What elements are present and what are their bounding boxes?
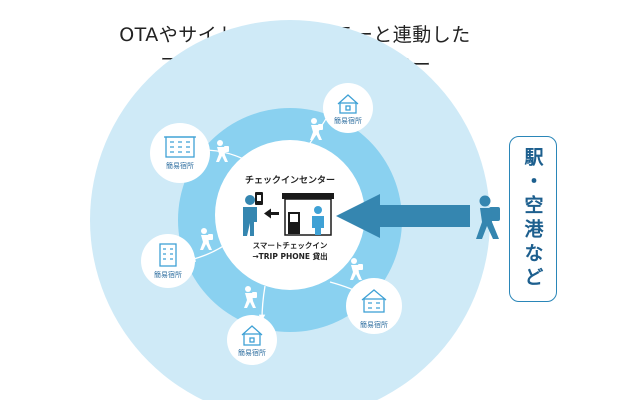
big-arrow — [336, 194, 470, 238]
walking-person-icon — [310, 118, 323, 140]
building-icon — [164, 136, 196, 158]
lodging-label: 簡易宿所 — [334, 117, 362, 125]
lodging-node-upper-left — [150, 123, 210, 183]
lodging-label: 簡易宿所 — [360, 321, 388, 329]
walking-person-icons — [200, 118, 363, 308]
check-in-center-title: チェックインセンター — [244, 176, 335, 186]
walking-person-icon — [350, 258, 363, 280]
house-icon — [241, 325, 263, 346]
walking-person-icon — [200, 228, 213, 250]
trip-phone-label: →TRIP PHONE 貸出 — [252, 252, 328, 261]
smartphone-icon — [255, 192, 263, 205]
building-icon — [159, 243, 177, 267]
station-airport-box: 駅・空港など — [509, 136, 557, 302]
person-icon — [312, 206, 324, 235]
left-arrow-icon — [264, 208, 279, 219]
lodging-label: 簡易宿所 — [238, 349, 266, 357]
lodging-node-bottom — [227, 315, 277, 365]
check-in-building-icon — [282, 193, 334, 236]
person-with-phone — [243, 192, 263, 236]
smart-checkin-label: スマートチェックイン — [252, 241, 328, 250]
lodging-node-left — [141, 234, 195, 288]
lodging-label: 簡易宿所 — [154, 271, 182, 279]
walking-person-icon — [244, 286, 257, 308]
house-icon — [337, 94, 359, 114]
lodging-node-top — [323, 83, 373, 133]
lodging-node-lower-right — [346, 278, 402, 334]
station-airport-label: 駅・空港など — [521, 147, 544, 291]
walking-person-icon — [476, 195, 500, 239]
house-icon — [361, 289, 387, 313]
lodging-label: 簡易宿所 — [166, 162, 194, 170]
walking-person-icon — [216, 140, 229, 162]
person-icon — [243, 195, 257, 236]
